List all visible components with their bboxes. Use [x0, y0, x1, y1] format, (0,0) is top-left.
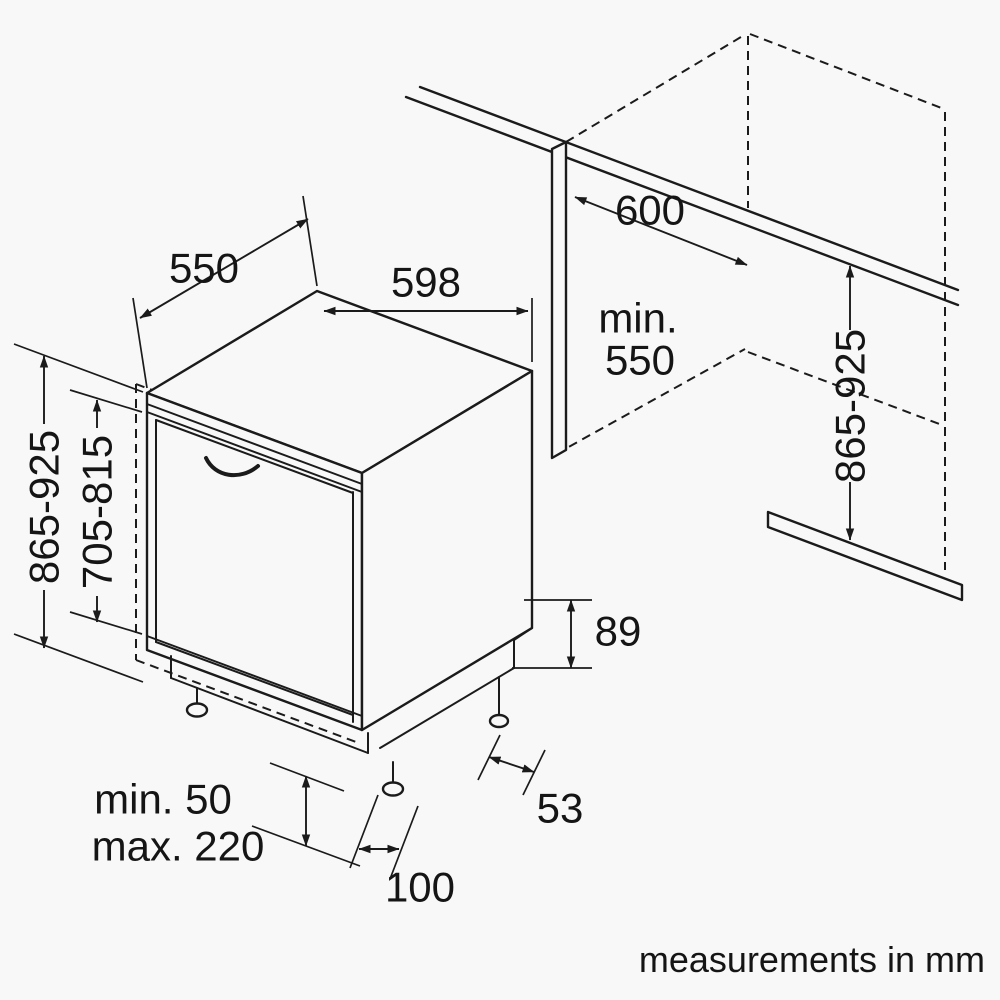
- label-plinth-min: min. 50: [94, 776, 232, 823]
- label-offset-53: 53: [537, 785, 584, 832]
- label-depth-550: 550: [169, 245, 239, 292]
- dimension-plinth-min-max: min. 50 max. 220: [92, 762, 361, 870]
- dimension-niche-width-600: 600: [574, 187, 748, 266]
- dimension-depth-550: 550: [132, 195, 318, 389]
- dimension-door-height-705-815: 705-815: [69, 389, 143, 635]
- label-niche-width-600: 600: [615, 187, 685, 234]
- dishwasher-body: [145, 289, 534, 732]
- label-plinth-max: max. 220: [92, 823, 265, 870]
- label-height-865-925-left: 865-925: [21, 430, 68, 584]
- label-niche-depth-min-550: min. 550: [598, 295, 677, 384]
- label-foot-inset-100: 100: [385, 864, 455, 911]
- footer-measurements-note: measurements in mm: [639, 939, 985, 980]
- dimension-offset-53: 53: [477, 734, 584, 832]
- dishwasher-base: [170, 627, 533, 754]
- dimension-recess-89: 89: [512, 599, 642, 669]
- dimension-foot-inset-100: 100: [349, 794, 455, 911]
- label-recess-89: 89: [595, 608, 642, 655]
- dimension-width-598: 598: [323, 259, 533, 362]
- footer-note: measurements in mm: [639, 939, 985, 980]
- label-niche-depth-value: 550: [605, 337, 675, 384]
- label-door-height-705-815: 705-815: [74, 435, 121, 589]
- adjustable-feet: [185, 676, 510, 797]
- label-width-598: 598: [391, 259, 461, 306]
- dishwasher-door: [146, 403, 363, 723]
- dimension-niche-height-865-925: 865-925: [827, 265, 874, 541]
- niche-dashed-outline: [555, 33, 946, 570]
- niche-base-panel: [766, 510, 964, 602]
- niche-side-wall: [550, 140, 568, 460]
- door-handle: [204, 456, 260, 478]
- label-niche-height-865-925: 865-925: [827, 329, 874, 483]
- dimension-height-865-925-left: 865-925: [13, 343, 144, 683]
- label-niche-depth-prefix: min.: [598, 295, 677, 342]
